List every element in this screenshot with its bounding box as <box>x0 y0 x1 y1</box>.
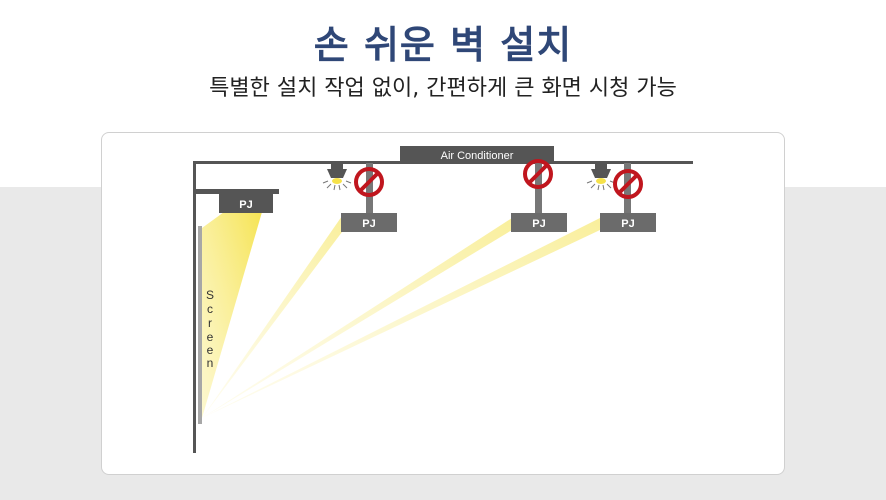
ceiling-projector-label: PJ <box>621 218 634 230</box>
ceiling-beam-3 <box>202 218 600 418</box>
ceiling-projector <box>511 213 567 232</box>
air-conditioner <box>400 146 554 163</box>
ceiling-projector <box>341 213 397 232</box>
ceiling-projector <box>600 213 656 232</box>
ceiling-lamp-icon <box>586 164 616 191</box>
air-conditioner-label: Air Conditioner <box>441 150 514 162</box>
screen-label-letter: e <box>207 343 214 357</box>
screen <box>198 226 202 424</box>
ceiling-projector-label: PJ <box>362 218 375 230</box>
page-subtitle: 특별한 설치 작업 없이, 간편하게 큰 화면 시청 가능 <box>209 76 677 101</box>
ceiling-beam-1 <box>202 216 342 418</box>
screen-label-letter: r <box>208 316 212 330</box>
wall-line <box>193 162 196 453</box>
screen-label-letter: c <box>207 302 213 316</box>
prohibited-icon <box>523 159 553 189</box>
ceiling-beam-2 <box>202 218 512 418</box>
page-title: 손 쉬운 벽 설치 <box>313 23 573 67</box>
prohibited-icon <box>613 169 643 199</box>
wall-projector <box>219 194 273 213</box>
wall-shelf <box>196 189 279 194</box>
wall-beam <box>202 212 262 418</box>
wall-projector-label: PJ <box>239 199 252 211</box>
ceiling-projector-label: PJ <box>532 218 545 230</box>
screen-label-letter: n <box>207 356 214 370</box>
ceiling-lamp-icon <box>322 164 352 191</box>
screen-label-letter: e <box>207 330 214 344</box>
ceiling-mount-pole <box>624 163 631 213</box>
ceiling-mount-pole <box>366 163 373 213</box>
prohibited-icon <box>354 167 384 197</box>
screen-label-letter: S <box>206 288 214 302</box>
